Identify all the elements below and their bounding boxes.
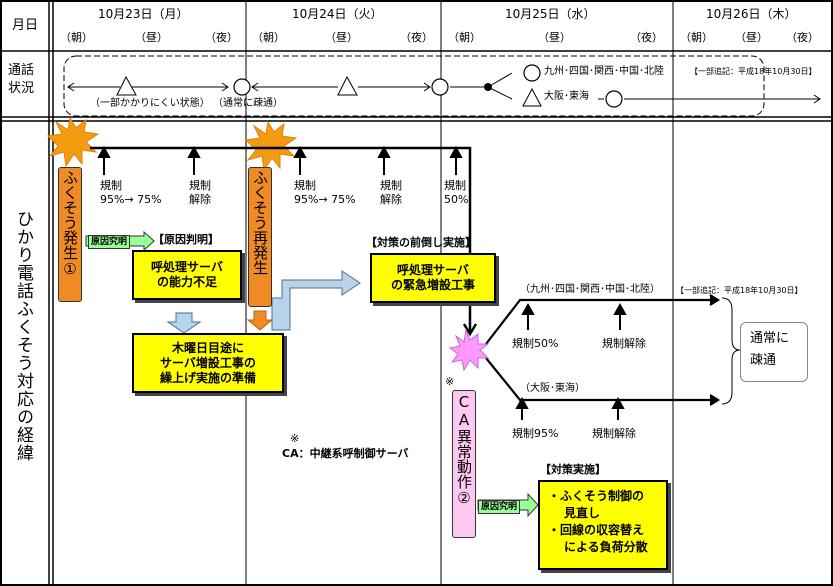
reg-1-label: 規制 — [100, 179, 122, 192]
reg-3-value: 50% — [444, 193, 469, 206]
ca-anomaly-box: CA異常動作② — [452, 390, 476, 538]
normal-text-1: 通常に — [750, 331, 790, 346]
measure-box: ・ふくそう制御の 見直し ・回線の収容替え による負荷分散 — [538, 480, 668, 570]
release-1-label-a: 規制 — [189, 179, 211, 192]
note-ca: CA：中継系呼制御サーバ — [282, 447, 409, 460]
congestion-burst-1 — [46, 116, 100, 168]
d4-morning: （朝） — [680, 31, 713, 44]
reg-2-values: 95%→ 75% — [294, 193, 356, 206]
d2-noon: （昼） — [325, 31, 358, 44]
advance-heading: 【対策の前倒し実施】 — [366, 236, 476, 249]
day-2: 10月24日（火） — [292, 7, 383, 21]
reg-50-label: 規制50% — [512, 337, 559, 350]
month-day-label: 月日 — [12, 18, 39, 33]
status-region-north: 九州･四国･関西･中国･北陸 — [544, 66, 664, 77]
day-4: 10月26日（木） — [706, 7, 797, 21]
branch-lines — [485, 294, 721, 406]
north-region-label: （九州･四国･関西･中国･北陸） — [520, 284, 660, 295]
congestion-burst-2 — [244, 120, 298, 172]
status-north-addendum: 【一部追記：平成18年10月30日】 — [690, 67, 817, 76]
d1-night: （夜） — [205, 31, 238, 44]
advance-box: 呼処理サーバの緊急増設工事 — [370, 253, 496, 303]
reg-1-values: 95%→ 75% — [100, 193, 162, 206]
d3-night: （夜） — [630, 31, 663, 44]
status-dashed-frame — [63, 55, 765, 117]
release-osaka-label: 規制解除 — [592, 427, 636, 440]
day-1: 10月23日（月） — [98, 7, 189, 21]
day-3: 10月25日（水） — [505, 7, 596, 21]
blue-block-arrows — [166, 270, 361, 334]
cause-box: 呼処理サーバの能力不足 — [132, 250, 242, 300]
orange-down-arrow — [246, 310, 274, 331]
reg-3-label: 規制 — [444, 179, 466, 192]
congestion-2-box: ふくそう再発生 — [248, 167, 272, 307]
release-north-label: 規制解除 — [602, 337, 646, 350]
measure-heading: 【対策実施】 — [540, 463, 606, 476]
d1-morning: （朝） — [60, 31, 93, 44]
normal-box — [740, 322, 808, 382]
congestion-1-box: ふくそう発生① — [58, 167, 82, 302]
d3-morning: （朝） — [448, 31, 481, 44]
ca-mark: ※ — [445, 375, 455, 388]
cause-tag-2: 原因究明 — [478, 500, 521, 514]
main-row-label: ひかり電話ふくそう対応の経緯 — [13, 210, 33, 462]
d4-night: （夜） — [786, 31, 819, 44]
d2-morning: （朝） — [252, 31, 285, 44]
normal-brace — [721, 297, 741, 405]
release-2-label-a: 規制 — [380, 179, 402, 192]
release-2-label-b: 解除 — [380, 193, 402, 206]
cause-tag-1: 原因究明 — [88, 235, 131, 249]
osaka-region-label: （大阪･東海） — [520, 383, 585, 394]
status-symbols — [67, 64, 821, 108]
normal-text-2: 疎通 — [750, 353, 777, 368]
regulation-arrows — [97, 145, 627, 420]
release-1-label-b: 解除 — [189, 193, 211, 206]
reg-2-label: 規制 — [294, 179, 316, 192]
status-row-label: 通話状況 — [8, 63, 35, 96]
d1-noon: （昼） — [135, 31, 168, 44]
ca-burst — [448, 328, 490, 372]
d2-night: （夜） — [400, 31, 433, 44]
d3-noon: （昼） — [538, 31, 571, 44]
reg-95-label: 規制95% — [512, 427, 559, 440]
prep-box: 木曜日目途にサーバ増設工事の繰上げ実施の準備 — [132, 333, 284, 393]
status-note-partial: （一部かかりにくい状態） — [90, 98, 210, 109]
note-mark: ※ — [290, 432, 300, 445]
status-region-osaka: 大阪･東海 — [544, 91, 589, 102]
status-note-normal: （通常に疎通） — [213, 98, 283, 109]
d4-noon: （昼） — [735, 31, 768, 44]
cause-heading: 【原因判明】 — [153, 233, 219, 246]
north-addendum-label: 【一部追記：平成18年10月30日】 — [676, 286, 803, 295]
